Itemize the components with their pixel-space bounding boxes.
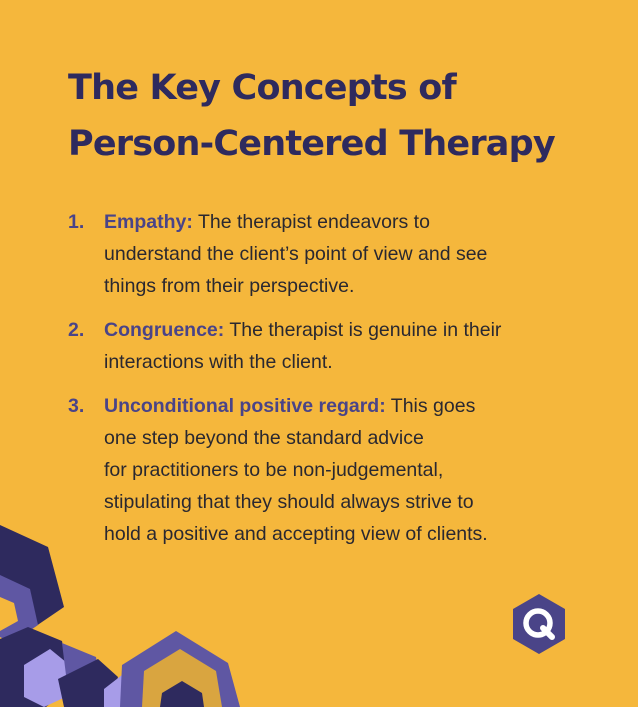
item-term: Empathy: xyxy=(104,211,193,233)
item-text-line: one step beyond the standard advice xyxy=(104,427,424,449)
item-number: 1. xyxy=(68,211,85,233)
list-item-unconditional-positive-regard: 3. Unconditional positive regard: This g… xyxy=(68,390,588,550)
item-term: Unconditional positive regard: xyxy=(104,395,386,417)
item-text-line: things from their perspective. xyxy=(104,275,355,297)
item-text-line: The therapist endeavors to xyxy=(197,211,430,233)
item-text-line: understand the client’s point of view an… xyxy=(104,243,488,265)
item-number: 3. xyxy=(68,395,85,417)
logo-q-ring xyxy=(523,608,553,638)
item-text-line: The therapist is genuine in their xyxy=(229,319,502,341)
hex-shape xyxy=(142,649,222,707)
list-item-empathy: 1. Empathy: The therapist endeavors to u… xyxy=(68,206,588,302)
hex-shape xyxy=(24,649,72,707)
logo-q-tail xyxy=(540,625,555,640)
item-text-line: hold a positive and accepting view of cl… xyxy=(104,523,488,545)
hex-shape xyxy=(160,681,204,707)
list-item-congruence: 2. Congruence: The therapist is genuine … xyxy=(68,314,588,378)
hex-shape xyxy=(58,659,118,707)
page-title: The Key Concepts of Person-Centered Ther… xyxy=(68,60,608,172)
item-text-line: This goes xyxy=(390,395,476,417)
hex-shape xyxy=(0,597,18,631)
item-term: Congruence: xyxy=(104,319,225,341)
hexagon-pattern-icon xyxy=(0,525,240,707)
item-text-line: interactions with the client. xyxy=(104,351,333,373)
item-text-line: stipulating that they should always stri… xyxy=(104,491,474,513)
title-line-1: The Key Concepts of xyxy=(68,68,457,108)
key-concepts-list: 1. Empathy: The therapist endeavors to u… xyxy=(68,206,588,562)
title-line-2: Person-Centered Therapy xyxy=(68,124,556,164)
logo-hexagon xyxy=(513,594,565,654)
item-number: 2. xyxy=(68,319,85,341)
hex-shape xyxy=(0,575,38,643)
item-text-line: for practitioners to be non-judgemental, xyxy=(104,459,444,481)
q-hexagon-logo-icon xyxy=(513,594,565,654)
